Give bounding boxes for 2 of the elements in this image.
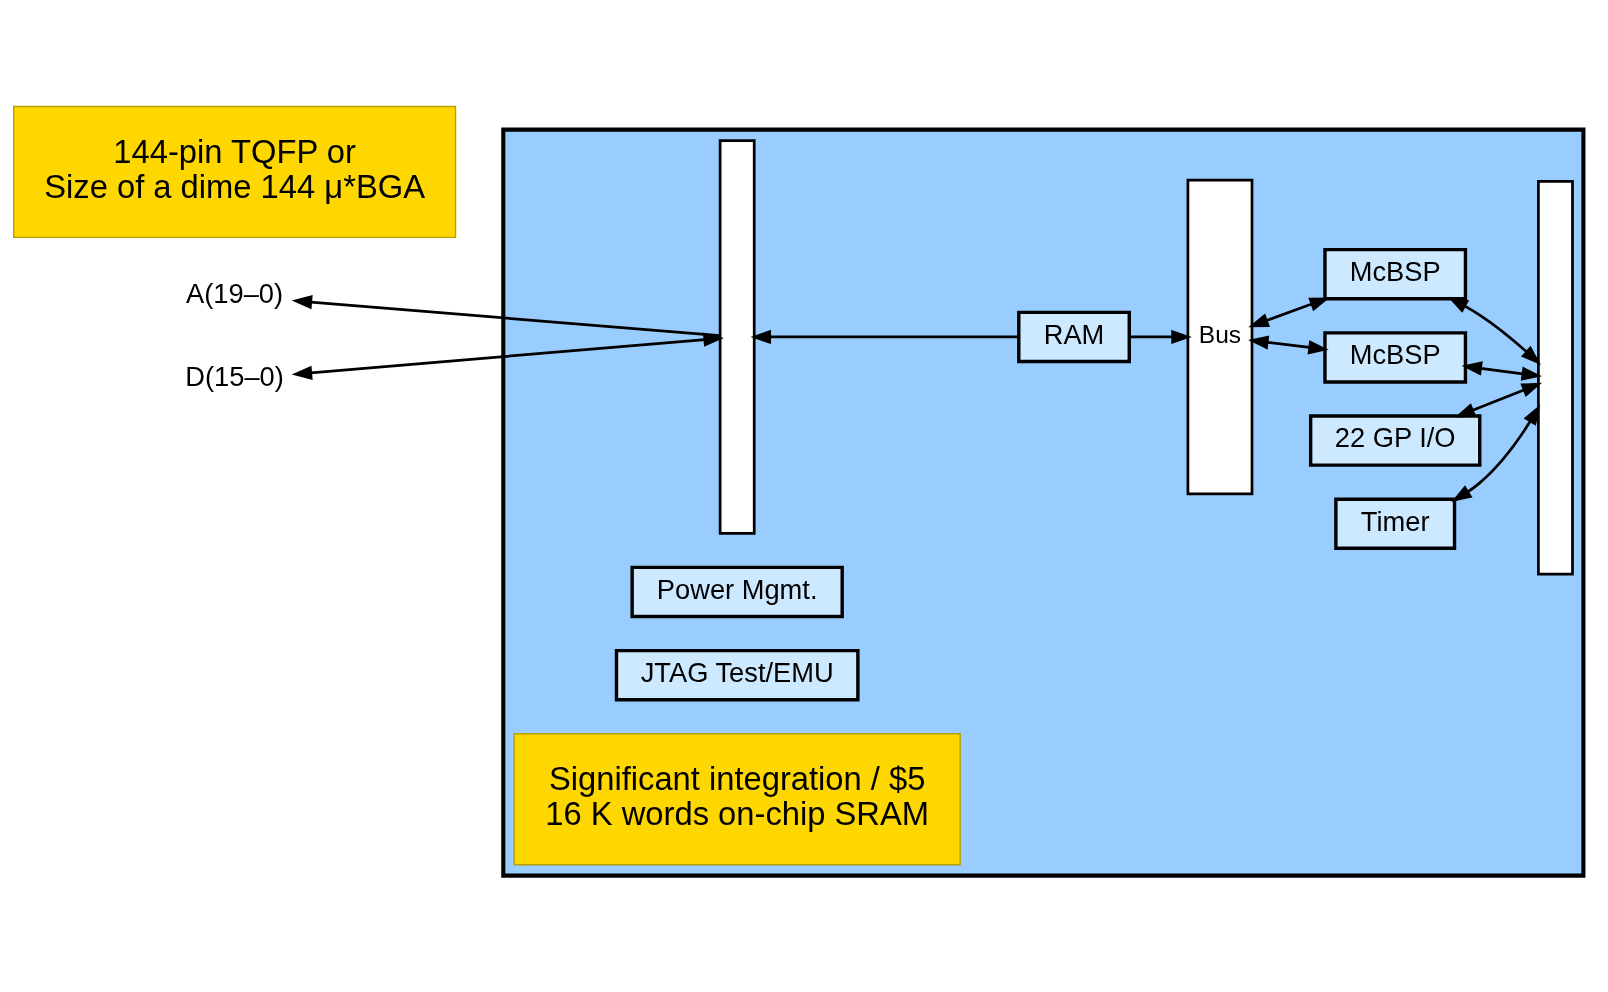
node-text: D(15–0) (185, 360, 284, 392)
node-text: A(19–0) (186, 277, 284, 309)
